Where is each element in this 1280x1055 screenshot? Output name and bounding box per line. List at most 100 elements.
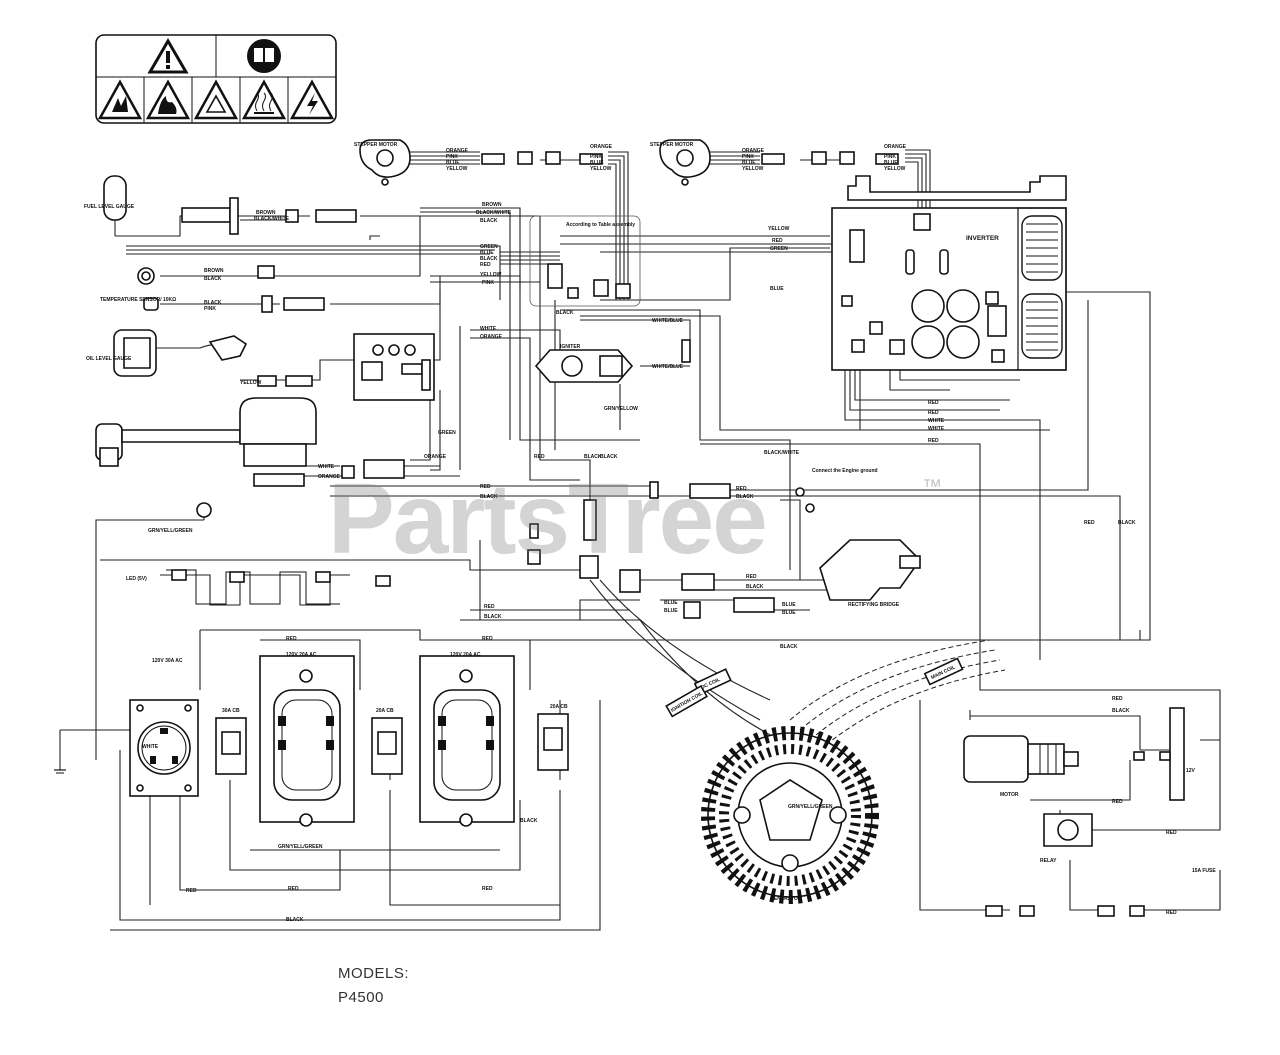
wire-label: BLACK [480,256,498,262]
wire-label: WHITE [480,326,497,332]
wire-label: BROWN [204,268,224,274]
wire-label: PINK [204,306,216,312]
igniter-label: IGNITER [560,344,581,350]
inverter-label: INVERTER [966,235,999,242]
warning-label [95,34,337,124]
outlet-30a: 120V 30A AC WHITE [129,658,199,797]
rectifying-bridge: RECTIFYING BRIDGE [819,539,922,608]
led-harness: LED (5V) [126,569,391,605]
wire-label: RED [928,400,939,406]
wire-label: RED [1112,799,1123,805]
wire-label: PINK [482,280,494,286]
wire-label: BLACK [520,818,538,824]
wire-label: BLUE [782,602,796,608]
rectifying-bridge-label: RECTIFYING BRIDGE [848,602,900,608]
partstree-watermark: PartsTree [328,463,768,575]
wire-label: RED [288,886,299,892]
wire-label: BLACK [204,300,222,306]
models-heading: MODELS: [338,965,410,982]
wire-label: RED [1084,520,1095,526]
wire-label: GRN/YELL/GREEN [148,528,193,534]
wire-label: ORANGE [446,148,469,154]
fire-icon [145,79,191,120]
wire-label: BLACK [484,614,502,620]
wire-labels: ORANGE PINK BLUE YELLOW ORANGE PINK BLUE… [148,144,1177,923]
cb2-label: 20A CB [376,708,394,714]
wire-label: WHITE [318,464,335,470]
wire-label: BLACK [1118,520,1136,526]
wire-label: BLACK [746,584,764,590]
harness-connector-block: According to Table assembly [529,215,641,307]
inverter-coil-bottom [1021,293,1063,359]
stepper-motor-1-label: STEPPER MOTOR [354,142,398,148]
hazard-triangle-icon [193,79,239,120]
wire-label: RED [772,238,783,244]
assembly-note: According to Table assembly [566,222,635,228]
coil-tags: DC COIL IGNITION COIL MAIN COIL [665,657,964,718]
wire-label: BLUE [770,286,784,292]
led-label: LED (5V) [126,576,147,582]
wire-label: RED [1166,830,1177,836]
wire-label: BLUE [782,610,796,616]
wire-label: ORANGE [318,474,341,480]
trademark-symbol: ™ [922,476,942,498]
explosion-icon [97,79,143,120]
wire-label: BLACK/WHITE [254,216,290,222]
wire-label: BLACK [600,454,618,460]
wire-label: BLUE [742,160,756,166]
oil-level-gauge: OIL LEVEL GAUGE [86,329,313,387]
wire-label: ORANGE [884,144,907,150]
wire-label: BLACK [584,454,602,460]
center-connectors: Connect the Engine ground [196,468,878,619]
wire-label: GREEN [770,246,788,252]
wire-label: ORANGE [742,148,765,154]
circuit-breaker-30a: 30A CB [215,708,247,775]
manual-book-icon [247,39,281,73]
wire-label: WHITE [928,426,945,432]
ignition-coil [95,397,405,487]
hot-surface-icon [241,79,287,120]
socket-white-label: WHITE [142,744,159,750]
battery-label: 12V [1186,768,1196,774]
wire-label: WHITE [928,418,945,424]
wire-label: BROWN [256,210,276,216]
outlet-20a-2: 120V 20A AC [419,652,515,827]
relay: RELAY [1040,813,1093,864]
ground-icon [54,730,66,774]
wire-label: BLACK [780,644,798,650]
wire-label: PINK [742,154,754,160]
wire-label: GRN/YELLOW [604,406,638,412]
wire-label: RED [1166,910,1177,916]
circuit-breaker-20a-2: 20A CB [537,704,569,771]
electric-shock-icon [289,79,335,120]
inverter: INVERTER [831,175,1067,371]
wire-label: RED [928,438,939,444]
control-board [353,333,435,401]
outlet-20a-2-label: 120V 20A AC [450,652,481,658]
stepper-motor-1 [359,139,603,186]
inverter-coil-top [1021,215,1063,281]
wiring-harness [60,149,1221,931]
wire-label: RED [1112,696,1123,702]
wire-label: GRN/YELL/GREEN [278,844,323,850]
wire-label: BLUE [664,600,678,606]
wire-label: RED [534,454,545,460]
starter-motor: MOTOR [963,735,1079,798]
generator-label: GENERATOR [770,896,802,902]
wire-label: YELLOW [884,166,906,172]
wire-label: RED [186,888,197,894]
wire-label: RED [480,262,491,268]
wire-label: ORANGE [590,144,613,150]
wire-label: BROWN [482,202,502,208]
wire-label: BLACK [1112,708,1130,714]
stepper-motor-2 [659,139,899,186]
wire-label: GREEN [480,244,498,250]
fuel-level-gauge: FUEL LEVEL GAUGE [84,175,357,237]
wire-label: BLUE [590,160,604,166]
wire-label: YELLOW [480,272,502,278]
models-caption: MODELS: P4500 [338,962,409,1010]
wire-label: ORANGE [480,334,503,340]
wire-label: RED [928,410,939,416]
circuit-breaker-20a-1: 20A CB [371,708,403,775]
